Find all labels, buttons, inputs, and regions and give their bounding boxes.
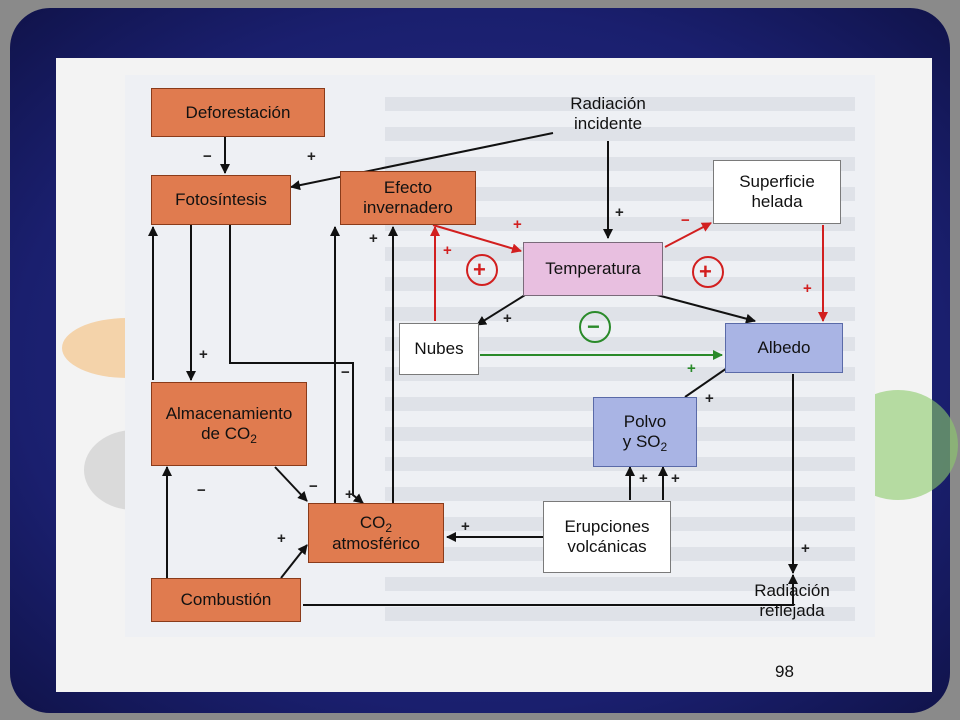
node-radiacion-reflejada: Radiación reflejada	[730, 575, 854, 627]
node-co2-main: CO	[359, 512, 386, 532]
arrows-layer	[148, 132, 828, 606]
node-radiacion-incidente: Radiación incidente	[547, 89, 669, 139]
node-polvo-line1: Polvo	[623, 411, 667, 431]
node-almacenamiento-line2: de CO2	[201, 423, 257, 446]
node-polvo-line2: y SO2	[622, 431, 668, 454]
sign-plus-erupciones-co2: +	[461, 518, 470, 535]
climate-feedback-diagram: + + − Deforestación Radiación incidente …	[125, 75, 875, 637]
arrow-fotosintesis-co2	[229, 225, 364, 504]
page-number: 98	[775, 662, 794, 681]
sign-plus-radiacion-fotosintesis: +	[307, 148, 316, 165]
node-almacenamiento-line1: Almacenamiento	[165, 403, 293, 423]
node-almacenamiento-co2: Almacenamiento de CO2	[151, 382, 307, 466]
node-superficie-helada: Superficie helada	[713, 160, 841, 224]
node-almacenamiento-subscript: 2	[250, 431, 257, 446]
node-combustion-label: Combustión	[180, 590, 272, 609]
loop-positive-right-symbol: +	[699, 259, 712, 284]
sign-plus-nubes-efecto: +	[443, 242, 452, 259]
sign-plus-fotosintesis-almacenamiento: +	[199, 346, 208, 363]
node-co2-subscript: 2	[385, 520, 393, 535]
sign-plus-nubes-albedo: +	[687, 360, 696, 377]
arrow-temperatura-albedo	[656, 294, 756, 324]
arrow-combustion-co2	[280, 544, 308, 579]
node-fotosintesis-label: Fotosíntesis	[175, 190, 267, 209]
node-radiacion-reflejada-label: Radiación reflejada	[754, 581, 830, 620]
sign-plus-erupciones-polvo-2: +	[671, 470, 680, 487]
node-polvo-so2: Polvo y SO2	[593, 397, 697, 467]
node-efecto-invernadero: Efecto invernadero	[340, 171, 476, 225]
sign-plus-combustion-co2: +	[277, 530, 286, 547]
loop-positive-right	[692, 256, 724, 288]
node-efecto-invernadero-label: Efecto invernadero	[363, 178, 453, 217]
sign-plus-superficie-albedo: +	[803, 280, 812, 297]
sign-plus-efecto-temperatura: +	[513, 216, 522, 233]
sign-plus-radiacion-temperatura: +	[615, 204, 624, 221]
node-erupciones-volcanicas: Erupciones volcánicas	[543, 501, 671, 573]
node-albedo: Albedo	[725, 323, 843, 373]
sign-minus-deforestacion: −	[203, 148, 212, 165]
node-co2-line1: CO2	[359, 512, 393, 535]
node-superficie-helada-label: Superficie helada	[739, 172, 815, 211]
sign-minus-almacenamiento-co2: −	[309, 478, 318, 495]
loop-positive-left	[466, 254, 498, 286]
node-deforestacion: Deforestación	[151, 88, 325, 137]
sign-plus-albedo-reflejada: +	[801, 540, 810, 557]
arrow-almacenamiento-co2	[274, 466, 308, 502]
node-combustion: Combustión	[151, 578, 301, 622]
sign-plus-co2-fotosintesis: +	[345, 486, 354, 503]
node-nubes: Nubes	[399, 323, 479, 375]
node-fotosintesis: Fotosíntesis	[151, 175, 291, 225]
node-polvo-subscript: 2	[660, 439, 668, 454]
node-deforestacion-label: Deforestación	[185, 102, 291, 122]
arrow-temperatura-superficie	[664, 222, 712, 248]
node-co2-line2: atmosférico	[332, 533, 420, 553]
sign-minus-fotosintesis-co2: −	[341, 364, 350, 381]
loop-positive-left-symbol: +	[473, 257, 486, 282]
node-radiacion-incidente-label: Radiación incidente	[570, 94, 646, 133]
node-almacenamiento-de-co: de CO	[201, 423, 251, 443]
node-co2-atmosferico: CO2 atmosférico	[308, 503, 444, 563]
node-nubes-label: Nubes	[414, 339, 464, 358]
sign-plus-co2-efecto: +	[369, 230, 378, 247]
arrow-radiacion-fotosintesis	[290, 132, 554, 191]
node-polvo-y-so: y SO	[622, 431, 661, 451]
sign-plus-temperatura-nubes: +	[503, 310, 512, 327]
sign-plus-polvo-albedo: +	[705, 390, 714, 407]
sign-minus-combustion-almacenamiento: −	[197, 482, 206, 499]
loop-negative-center-symbol: −	[587, 314, 600, 339]
node-albedo-label: Albedo	[757, 338, 811, 357]
faded-background-text	[125, 75, 875, 637]
arrow-temperatura-nubes	[476, 294, 526, 326]
sign-plus-erupciones-polvo-1: +	[639, 470, 648, 487]
arrow-efecto-temperatura	[432, 224, 522, 254]
node-temperatura-label: Temperatura	[545, 259, 641, 278]
sign-minus-temperatura-superficie: −	[681, 212, 690, 229]
node-erupciones-label: Erupciones volcánicas	[564, 517, 650, 556]
loop-negative-center	[579, 311, 611, 343]
node-temperatura: Temperatura	[523, 242, 663, 296]
arrow-combustion-reflejada	[303, 574, 798, 606]
